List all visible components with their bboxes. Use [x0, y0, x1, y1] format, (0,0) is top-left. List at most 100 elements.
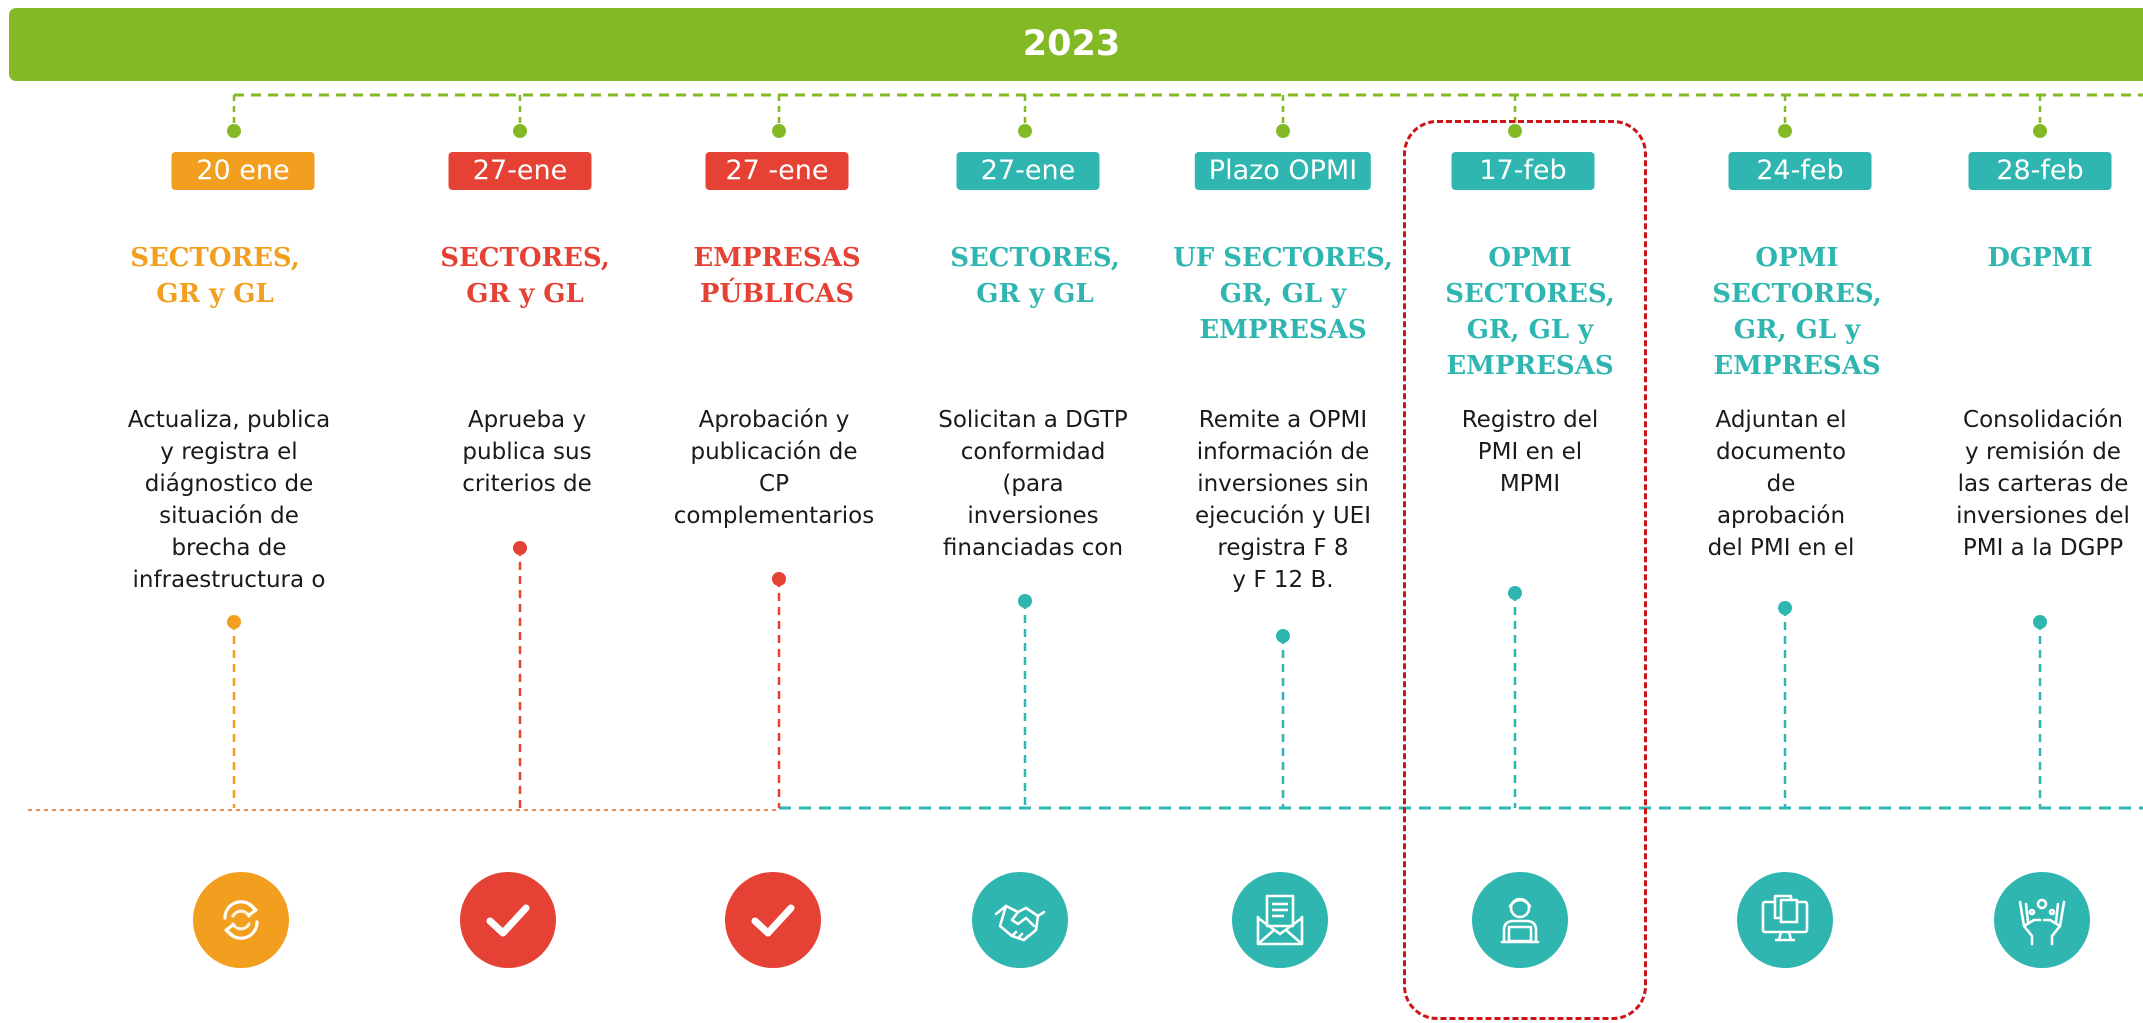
- description-line: las carteras de: [1957, 471, 2129, 497]
- year-title: 2023: [1022, 24, 1121, 64]
- entity-line: EMPRESAS: [1446, 351, 1614, 381]
- description-line: Aprobación y: [698, 407, 850, 433]
- bottom-connector-dot: [1018, 594, 1032, 608]
- entity-label: DGPMI: [1910, 240, 2143, 276]
- bottom-connector-dot: [772, 572, 786, 586]
- top-connector-dot: [1508, 124, 1522, 138]
- top-connector-dot: [2033, 124, 2047, 138]
- step-description: Solicitan a DGTP conformidad (para inversio…: [918, 404, 1148, 564]
- entity-line: EMPRESAS: [1713, 351, 1881, 381]
- entity-label: EMPRESAS PÚBLICAS: [647, 240, 907, 312]
- date-badge: 27 -ene: [705, 152, 849, 190]
- bottom-connector-dot: [1778, 601, 1792, 615]
- description-line: PMI en el: [1477, 439, 1583, 465]
- description-line: publicación de: [690, 439, 858, 465]
- description-line: Aprueba y: [467, 407, 587, 433]
- description-line: y registra el: [160, 439, 298, 465]
- year-header-bar: [9, 8, 2143, 81]
- bottom-connector-dot: [2033, 615, 2047, 629]
- step-description: Remite a OPMI información de inversiones s…: [1168, 404, 1398, 596]
- date-badge: Plazo OPMI: [1194, 152, 1372, 190]
- description-line: brecha de: [171, 535, 287, 561]
- entity-line: GR, GL y: [1219, 279, 1347, 309]
- entity-line: OPMI SECTORES,: [1712, 243, 1882, 309]
- date-badge: 20 ene: [171, 152, 315, 190]
- entity-label: SECTORES, GR y GL: [395, 240, 655, 312]
- description-line: complementarios: [673, 503, 875, 529]
- bottom-connector-dot: [227, 615, 241, 629]
- user-computer-icon: [1472, 872, 1568, 968]
- bottom-connector-dot: [513, 541, 527, 555]
- description-line: registra F 8: [1217, 535, 1349, 561]
- description-line: Solicitan a DGTP: [938, 407, 1128, 433]
- sync-icon: [193, 872, 289, 968]
- date-badge: 17-feb: [1451, 152, 1595, 190]
- entity-label: OPMI SECTORES, GR, GL y EMPRESAS: [1400, 240, 1660, 384]
- documents-monitor-icon: [1737, 872, 1833, 968]
- description-line: Registro del: [1461, 407, 1599, 433]
- entity-line: OPMI SECTORES,: [1445, 243, 1615, 309]
- entity-line: SECTORES,: [130, 243, 300, 273]
- date-badge: 27-ene: [448, 152, 592, 190]
- description-line: inversiones sin: [1197, 471, 1369, 497]
- top-connector-dot: [1276, 124, 1290, 138]
- description-line: del PMI en el: [1707, 535, 1855, 561]
- description-line: Actualiza, publica: [127, 407, 331, 433]
- description-line: y F 12 B.: [1232, 567, 1334, 593]
- entity-line: PÚBLICAS: [699, 279, 855, 309]
- entity-line: GR, GL y: [1466, 315, 1594, 345]
- entity-line: SECTORES,: [950, 243, 1120, 273]
- top-connector-dot: [1778, 124, 1792, 138]
- top-connector-dot: [1018, 124, 1032, 138]
- entity-line: EMPRESAS: [1199, 315, 1367, 345]
- description-line: CP: [759, 471, 789, 497]
- description-line: diágnostico de: [144, 471, 314, 497]
- bottom-connector-dot: [1508, 586, 1522, 600]
- step-description: Aprobación y publicación de CP complementar…: [659, 404, 889, 532]
- description-line: PMI a la DGPP: [1962, 535, 2124, 561]
- handshake-icon: [972, 872, 1068, 968]
- check-icon: [725, 872, 821, 968]
- step-description: Actualiza, publica y registra el diágnosti…: [114, 404, 344, 596]
- date-badge: 28-feb: [1968, 152, 2112, 190]
- entity-label: OPMI SECTORES, GR, GL y EMPRESAS: [1667, 240, 1927, 384]
- top-connector-dot: [227, 124, 241, 138]
- description-line: financiadas con: [942, 535, 1124, 561]
- entity-line: DGPMI: [1987, 243, 2093, 273]
- description-line: y remisión de: [1965, 439, 2121, 465]
- date-badge: 27-ene: [956, 152, 1100, 190]
- top-connector-dot: [513, 124, 527, 138]
- highlight-frame: [1403, 120, 1647, 1020]
- description-line: situación de: [159, 503, 299, 529]
- check-icon: [460, 872, 556, 968]
- description-line: Remite a OPMI: [1198, 407, 1368, 433]
- description-line: información de: [1196, 439, 1370, 465]
- description-line: aprobación: [1716, 503, 1846, 529]
- entity-line: SECTORES,: [440, 243, 610, 273]
- date-badge: 24-feb: [1728, 152, 1872, 190]
- bottom-connector-dot: [1276, 629, 1290, 643]
- description-line: ejecución y UEI: [1195, 503, 1371, 529]
- description-line: Consolidación: [1963, 407, 2123, 433]
- description-line: documento: [1715, 439, 1847, 465]
- mail-document-icon: [1232, 872, 1328, 968]
- entity-line: GR y GL: [466, 279, 584, 309]
- entity-line: GR y GL: [156, 279, 274, 309]
- description-line: inversiones: [967, 503, 1099, 529]
- description-line: conformidad: [960, 439, 1106, 465]
- entity-line: GR, GL y: [1733, 315, 1861, 345]
- description-line: infraestructura o: [132, 567, 326, 593]
- entity-line: EMPRESAS: [693, 243, 861, 273]
- entity-label: SECTORES, GR y GL: [85, 240, 345, 312]
- entity-label: SECTORES,GR y GL: [905, 240, 1165, 312]
- description-line: inversiones del: [1956, 503, 2130, 529]
- description-line: publica sus: [462, 439, 592, 465]
- step-description: Consolidación y remisión de las carteras d…: [1928, 404, 2143, 564]
- collaboration-icon: [1994, 872, 2090, 968]
- description-line: (para: [1002, 471, 1064, 497]
